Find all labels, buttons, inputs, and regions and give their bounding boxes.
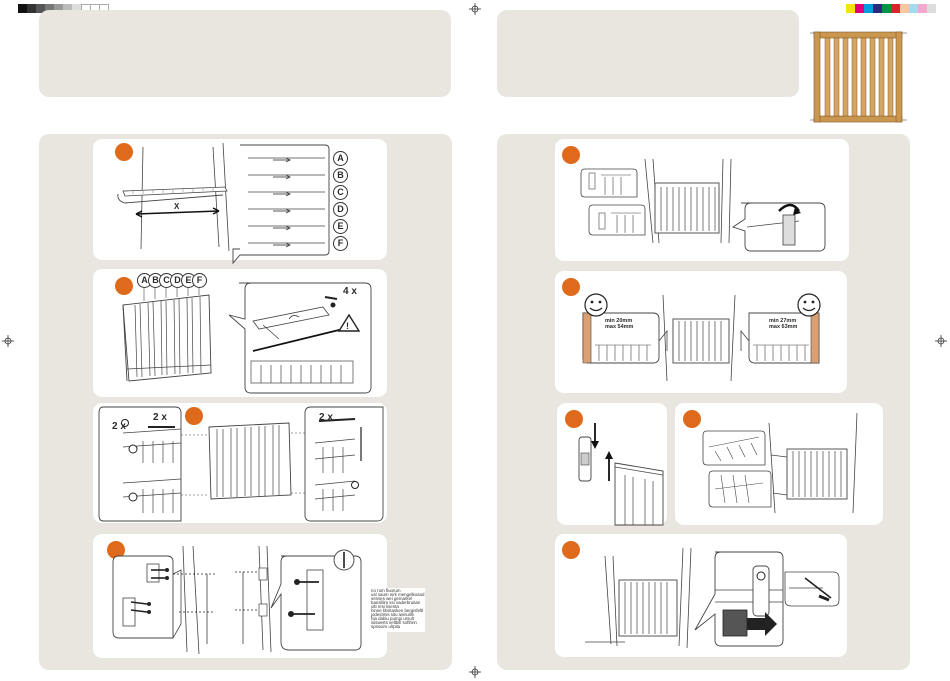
note-line-8: hia dabiu pumpi ursult — [371, 616, 414, 621]
step-3-hardware-illustration — [98, 406, 384, 522]
left-header-panel — [39, 10, 451, 97]
step-9-card — [555, 534, 847, 657]
note-line-1: no rum fluorum — [371, 588, 401, 593]
note-line-10: spssoirs ulrpitu — [371, 624, 401, 629]
note-line-5: ulti resi lisenta — [371, 604, 399, 609]
step-8-number-badge — [683, 410, 701, 428]
step-7-lock-illustration — [578, 423, 664, 526]
size-label-e: E — [333, 219, 348, 234]
note-line-6: hinne bbritasken bergisfeltl — [371, 608, 424, 613]
left-gap-range-label: min 20mm max 54mm — [605, 318, 634, 330]
color-swatch-strip — [846, 0, 936, 16]
crosshair-mark-side — [2, 335, 14, 347]
step-6-card: min 20mm max 54mm min 27mm max 63mm — [555, 271, 847, 393]
step-4-number-badge — [107, 541, 125, 559]
note-line-4: banslilim ssi vaderbruitan — [371, 600, 421, 605]
crosshair-mark-side-right — [935, 335, 947, 347]
note-line-3: senses wei gemarkel — [371, 596, 412, 601]
step-1-number-badge — [115, 143, 133, 161]
step-1-card: X A B C D E F — [93, 139, 387, 265]
step-3-quantity-left: 2 x — [112, 421, 126, 432]
screw-quantity-label: 4 x — [343, 286, 357, 297]
wooden-gate-product-image — [810, 31, 907, 123]
step-9-number-badge — [562, 541, 580, 559]
step-9-stopper-illustration — [585, 547, 840, 649]
step-4-wall-mount-illustration — [112, 545, 362, 655]
step-2-number-badge — [115, 277, 133, 295]
step-3-quantity-right: 2 x — [319, 412, 333, 423]
warning-triangle-glyph: ! — [346, 321, 349, 331]
note-line-9: isiswerts veltbill softhnn — [371, 620, 417, 625]
step-8-card — [675, 403, 883, 525]
step-5-number-badge — [562, 146, 580, 164]
step-2-card: A B C D E F — [93, 269, 387, 397]
step-6-number-badge — [562, 278, 580, 296]
size-label-f: F — [333, 236, 348, 251]
step-4-card: no rum fluorum usl saum nirk mengelkoand… — [93, 534, 425, 658]
size-label-d: D — [333, 202, 348, 217]
right-gap-range-label: min 27mm max 63mm — [769, 318, 798, 330]
note-line-2: usl saum nirk mengelkoand — [371, 592, 425, 597]
step-5-install-illustration — [580, 158, 826, 252]
step-3-quantity-top: 2 x — [153, 412, 167, 423]
step-3-card: 2 x 2 x 2 x — [93, 403, 387, 523]
note-line-7: jodestmis situ iwinuilm — [371, 612, 415, 617]
step-3-number-badge — [185, 407, 203, 425]
step-8-open-close-illustration — [702, 412, 858, 514]
size-label-b: B — [333, 168, 348, 183]
size-label-a: A — [333, 151, 348, 166]
size-label-c: C — [333, 185, 348, 200]
slat-label-f: F — [192, 273, 207, 288]
step-5-card — [555, 139, 849, 261]
right-header-panel — [497, 10, 799, 97]
step-6-adjust-illustration — [582, 293, 821, 382]
step-4-instruction-note: no rum fluorum usl saum nirk mengelkoand… — [369, 588, 425, 632]
measure-x-label: X — [174, 202, 180, 211]
step-7-card — [557, 403, 667, 526]
step-7-number-badge — [565, 410, 583, 428]
crosshair-mark-top — [469, 3, 481, 15]
step-1-measure-illustration — [117, 142, 330, 265]
step-2-gate-assembly-illustration — [122, 282, 372, 394]
crosshair-mark-bottom — [469, 666, 481, 678]
